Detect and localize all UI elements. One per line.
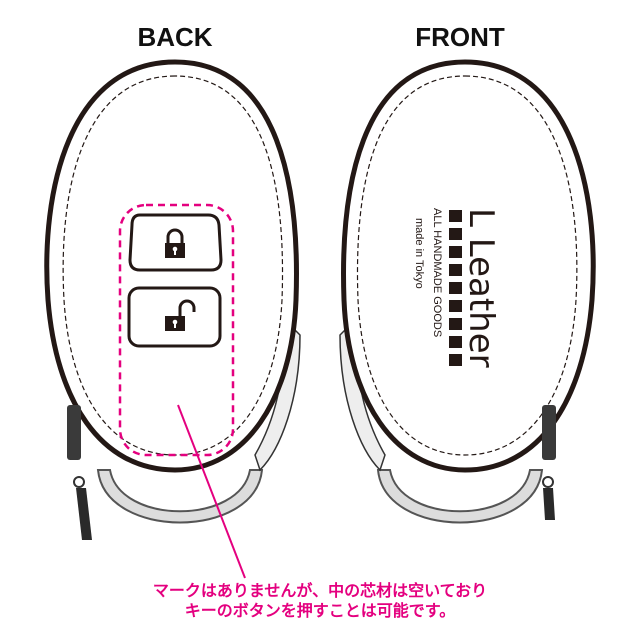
lock-open-icon [165,299,196,331]
back-ring [96,469,264,524]
button-area-outline [118,203,235,457]
logo-origin: made in Tokyo [413,218,425,289]
logo-stripes [449,210,462,366]
back-zipper-pull [67,405,92,540]
logo-tagline: ALL HANDMADE GOODS [431,208,443,337]
lock-closed-icon [165,228,185,258]
logo-brand-text: L Leather [461,208,501,368]
lock-button [128,213,223,272]
note-line-2: キーのボタンを押すことは可能です。 [184,603,456,620]
front-outer-shell [341,59,596,473]
callout-line [177,404,246,579]
brand-logo: L Leather ALL HANDMADE GOODS made in Tok… [413,208,501,368]
back-view-label: BACK [137,22,213,52]
back-key-case [44,59,301,540]
note-line-1: マークはありませんが、中の芯材は空いており [152,583,488,600]
front-ring [376,469,544,524]
front-inner-stitch [356,75,578,456]
front-view-label: FRONT [415,22,505,52]
front-zipper-pull [542,405,556,520]
front-key-case: L Leather ALL HANDMADE GOODS made in Tok… [339,59,596,524]
